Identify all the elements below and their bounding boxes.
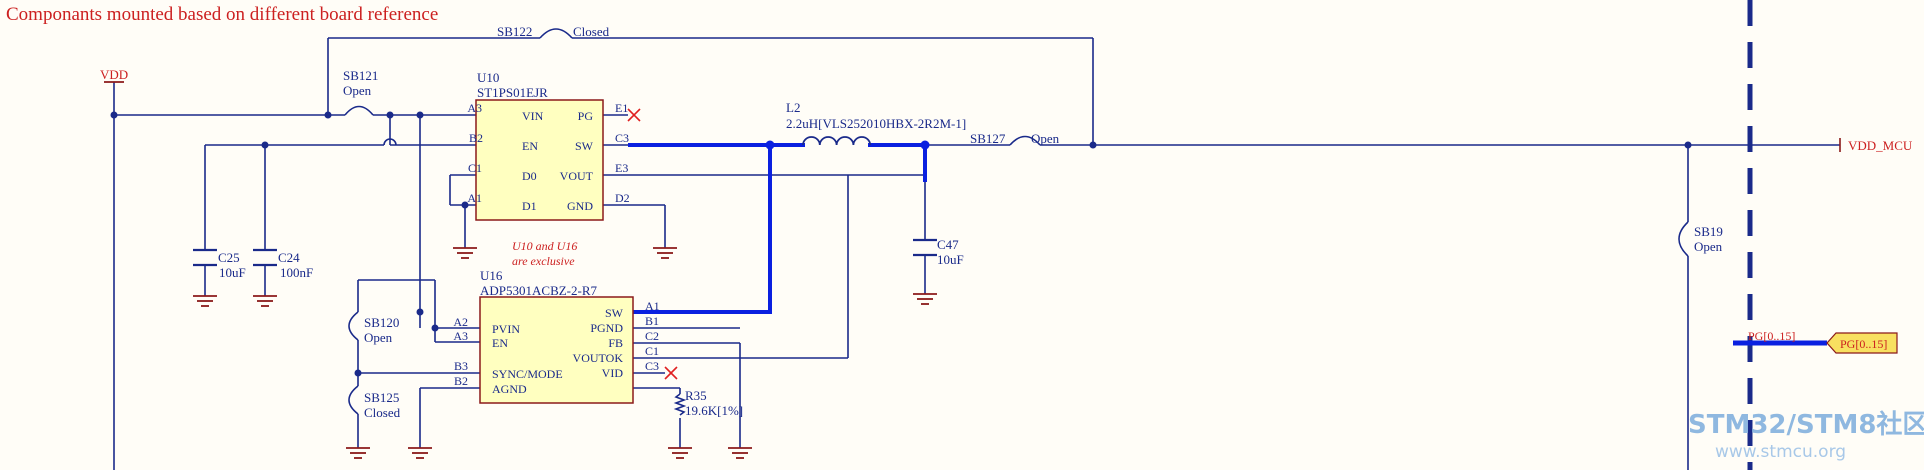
u10-body <box>475 99 604 221</box>
sb19-state: Open <box>1694 239 1723 254</box>
c25-ref: C25 <box>218 250 240 265</box>
ground-symbols <box>193 247 937 459</box>
u16-pin-pgnd: PGND <box>590 321 623 335</box>
vdd-mcu-label: VDD_MCU <box>1848 138 1913 153</box>
u16-pin-sw: SW <box>605 306 624 320</box>
c24-value: 100nF <box>280 265 313 280</box>
vdd-label: VDD <box>100 67 128 82</box>
sb121-state: Open <box>343 83 372 98</box>
u10-pin-c1-num: C1 <box>468 161 482 175</box>
u10-pin-b2-num: B2 <box>469 131 483 145</box>
u16-pin-a2-num: A2 <box>453 315 468 329</box>
sb19-arc <box>1678 221 1689 257</box>
u16-pin-b1-num: B1 <box>645 314 659 328</box>
u10-pin-d2-num: D2 <box>615 191 630 205</box>
u16-pin-fb: FB <box>608 336 623 350</box>
u10-pin-e1-num: E1 <box>615 101 628 115</box>
u10-pin-pg: PG <box>578 109 594 123</box>
sb122-arc <box>539 28 573 39</box>
l2-ref: L2 <box>786 100 800 115</box>
solder-bridges <box>344 28 1689 415</box>
sb19-ref: SB19 <box>1694 224 1723 239</box>
u10-pin-vout: VOUT <box>560 169 594 183</box>
u16-pin-c2-num: C2 <box>645 329 659 343</box>
gnd-sb125 <box>346 447 370 459</box>
l2-inductor <box>802 136 872 146</box>
u16-ref: U16 <box>480 268 503 283</box>
sb120-state: Open <box>364 330 393 345</box>
u10-pin-vin: VIN <box>522 109 544 123</box>
u10-ref: U10 <box>477 70 499 85</box>
pg-port-label: PG[0..15] <box>1840 337 1887 351</box>
r35-ref: R35 <box>685 388 707 403</box>
capacitors <box>193 238 937 267</box>
sb125-ref: SB125 <box>364 390 399 405</box>
junctions <box>110 111 1692 377</box>
c24-ref: C24 <box>278 250 300 265</box>
l2-value: 2.2uH[VLS252010HBX-2R2M-1] <box>786 116 966 131</box>
sb127-arc <box>1009 135 1041 146</box>
u16-pin-voutok: VOUTOK <box>573 351 624 365</box>
watermark-brand: STM32/STM8社区 <box>1688 409 1924 440</box>
sb120-ref: SB120 <box>364 315 399 330</box>
wires <box>113 37 1841 470</box>
r35-resistor <box>673 393 687 416</box>
gnd-pgnd <box>728 447 752 459</box>
u10-part: ST1PS01EJR <box>477 85 548 100</box>
u16-pin-a3-num: A3 <box>453 329 468 343</box>
gnd-r35 <box>668 447 692 459</box>
gnd-c47 <box>913 293 937 305</box>
u16-pin-agnd: AGND <box>492 382 527 396</box>
u16-pin-en: EN <box>492 336 508 350</box>
sb122-state: Closed <box>573 24 610 39</box>
u10-pin-d1: D1 <box>522 199 537 213</box>
schematic-title: Componants mounted based on different bo… <box>6 4 438 25</box>
note-line-2: are exclusive <box>512 254 575 268</box>
watermark-url: www.stmcu.org <box>1715 442 1846 462</box>
sb121-arc <box>344 105 374 116</box>
u10-pin-sw: SW <box>575 139 594 153</box>
no-connect-marks <box>627 108 678 380</box>
pg-bus-label: PG[0..15] <box>1748 329 1795 343</box>
sb120-arc <box>348 311 359 341</box>
sb125-state: Closed <box>364 405 401 420</box>
u16-pin-c3-num: C3 <box>645 359 659 373</box>
u16-part: ADP5301ACBZ-2-R7 <box>480 283 598 298</box>
u10-pin-c3-num: C3 <box>615 131 629 145</box>
u16-pin-vid: VID <box>602 366 624 380</box>
u10-pin-en: EN <box>522 139 538 153</box>
sb125-arc <box>348 385 359 415</box>
pg-port-shape <box>1826 332 1898 354</box>
u16-pin-b3-num: B3 <box>454 359 468 373</box>
sb121-ref: SB121 <box>343 68 378 83</box>
sw-node-wires <box>628 143 927 314</box>
gnd-u10-d1 <box>453 247 477 259</box>
sb127-state: Open <box>1031 131 1060 146</box>
u16-pin-a1-num: A1 <box>645 299 660 313</box>
note-line-1: U10 and U16 <box>512 239 577 253</box>
u10-pin-gnd: GND <box>567 199 593 213</box>
u10-pin-e3-num: E3 <box>615 161 628 175</box>
c25-value: 10uF <box>219 265 246 280</box>
u16-pin-c1-num: C1 <box>645 344 659 358</box>
c47-ref: C47 <box>937 237 959 252</box>
u16-pin-sync-mode: SYNC/MODE <box>492 367 563 381</box>
gnd-c24 <box>253 295 277 307</box>
gnd-u10 <box>653 247 677 259</box>
u16-pin-pvin: PVIN <box>492 322 520 336</box>
gnd-c25 <box>193 295 217 307</box>
u16-body <box>479 296 634 404</box>
u10-pin-d0: D0 <box>522 169 537 183</box>
gnd-agnd <box>408 447 432 459</box>
c47-value: 10uF <box>937 252 964 267</box>
u10-pin-a3-num: A3 <box>467 101 482 115</box>
sb127-ref: SB127 <box>970 131 1006 146</box>
u16-pin-b2-num: B2 <box>454 374 468 388</box>
u10-pin-a1-num: A1 <box>467 191 482 205</box>
r35-value: 19.6K[1%] <box>685 403 743 418</box>
sb122-ref: SB122 <box>497 24 532 39</box>
